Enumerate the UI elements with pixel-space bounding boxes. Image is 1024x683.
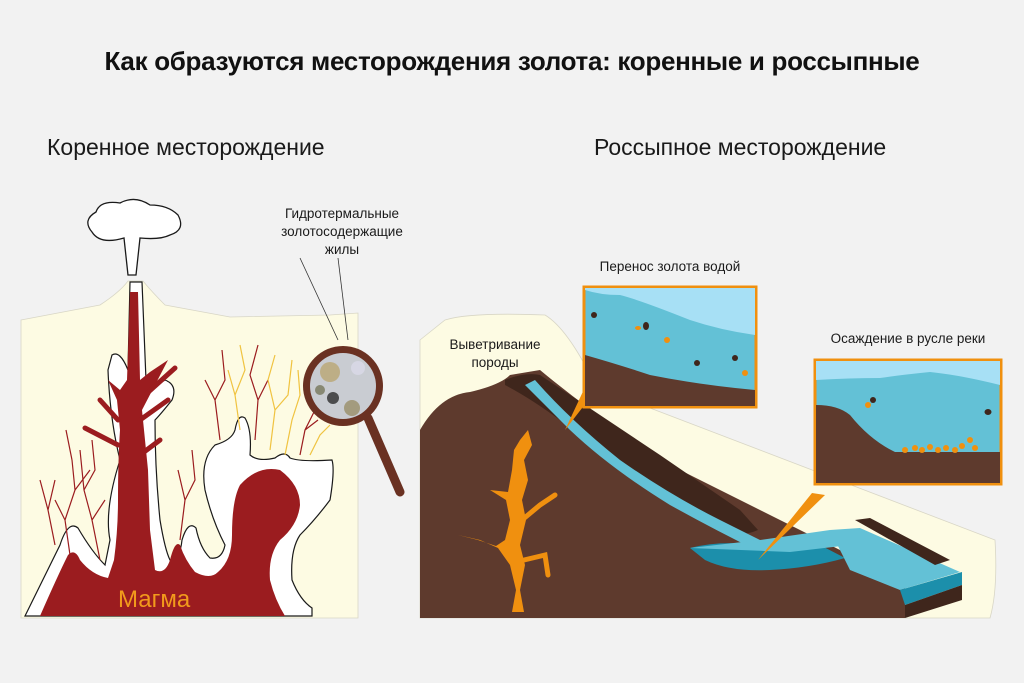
magnifying-glass-icon: [303, 346, 405, 497]
weathering-label-line2: породы: [471, 355, 519, 370]
magma-dikes: [82, 365, 178, 458]
placer-deposit-illustration: [419, 285, 1003, 619]
primary-deposit-heading: Коренное месторождение: [47, 134, 325, 160]
transport-label: Перенос золота водой: [599, 259, 741, 274]
callout-line-2: [337, 257, 349, 341]
vein-label-line1: Гидротермальные: [284, 206, 400, 221]
rock-strata: [505, 374, 758, 534]
gold-particles-transport: [591, 312, 748, 376]
volcano-ash-cloud-icon: [87, 198, 182, 276]
dark-bank: [855, 518, 950, 565]
callout-pointer-2: [758, 493, 825, 560]
gold-grains-deposited: [865, 402, 978, 453]
page-title: Как образуются месторождения золота: кор…: [104, 46, 920, 76]
gold-vein: [458, 430, 532, 612]
block-side: [905, 585, 962, 618]
hydrothermal-veins: [204, 344, 331, 456]
callout-line-1: [299, 257, 339, 341]
weathering-label-line1: Выветривание: [449, 337, 541, 352]
river-channel-edge: [900, 572, 962, 605]
red-veins-left: [39, 429, 196, 561]
hydrothermal-veins-label: Гидротермальные золотосодержащие жилы: [252, 205, 432, 259]
vein-label-line2: золотосодержащие: [281, 224, 403, 239]
magma-body: [40, 292, 300, 616]
weathering-label: Выветривание породы: [440, 336, 550, 372]
placer-deposit-heading: Россыпное месторождение: [594, 134, 887, 160]
primary-deposit-illustration: [20, 198, 405, 619]
river-stream: [525, 380, 770, 552]
deposition-label: Осаждение в русле реки: [830, 331, 986, 346]
river-channel: [830, 528, 960, 590]
magma-label: Магма: [118, 586, 191, 613]
vein-label-line3: жилы: [324, 242, 360, 257]
river-pool-surface: [690, 530, 850, 552]
